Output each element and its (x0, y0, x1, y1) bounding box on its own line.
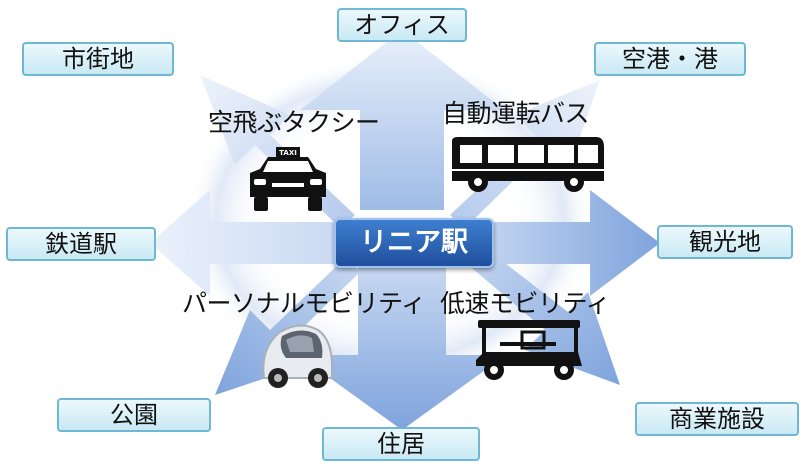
arrow-south (298, 262, 506, 430)
taxi-sign-text: TAXI (279, 149, 297, 157)
destination-railway-station: 鉄道駅 (6, 227, 156, 261)
destination-downtown: 市街地 (22, 42, 174, 76)
mode-label-personal-mobility: パーソナルモビリティ (182, 289, 426, 318)
destination-park: 公園 (57, 398, 211, 432)
mode-label-autonomous-bus: 自動運転バス (442, 99, 590, 128)
bus-icon (452, 137, 604, 192)
hub-station-label: リニア駅 (334, 218, 494, 268)
personal-mobility-icon (262, 324, 333, 388)
destination-commercial: 商業施設 (635, 402, 799, 436)
arrow-west (150, 190, 345, 296)
destination-residence: 住居 (322, 427, 480, 461)
mode-label-flying-taxi: 空飛ぶタクシー (208, 108, 380, 137)
taxi-icon: TAXI (250, 147, 326, 211)
low-speed-cart-icon (476, 320, 582, 380)
arrow-southwest (215, 258, 360, 395)
destination-airport: 空港・港 (594, 42, 746, 76)
destination-sightseeing: 観光地 (657, 225, 793, 259)
mode-label-low-speed-mobility: 低速モビリティ (440, 289, 611, 318)
destination-office: オフィス (337, 8, 467, 42)
arrow-north (300, 30, 504, 210)
arrow-east (470, 190, 660, 296)
arrow-southeast (460, 242, 620, 385)
